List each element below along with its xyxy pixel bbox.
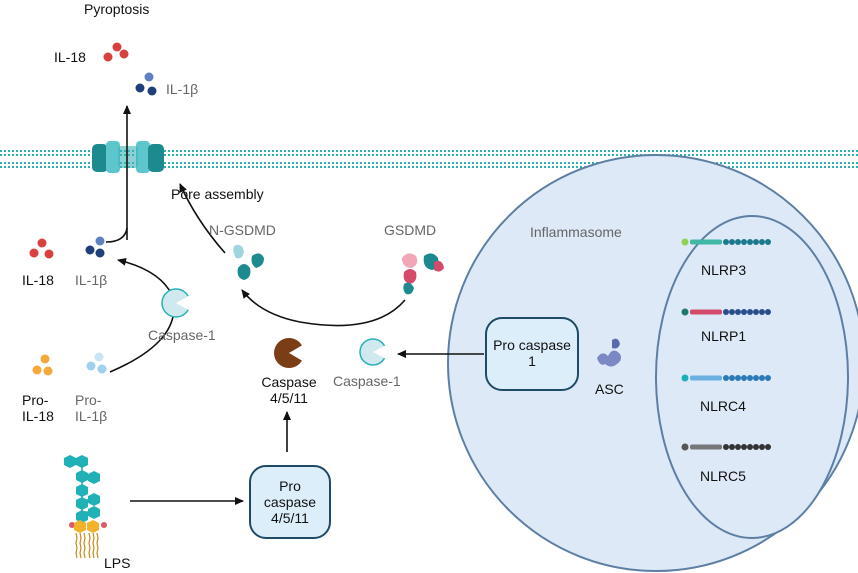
nlrp1-label: NLRP1 (701, 328, 747, 344)
pro-il18-label: Pro-IL-18 (22, 392, 54, 424)
pro-il1b-cleavage-arrow (109, 257, 175, 373)
il18-particles-mid (29, 238, 54, 259)
pro-caspase-1-box (485, 317, 579, 391)
nlrp3-label: NLRP3 (701, 262, 747, 278)
pro-caspase-1-label: Pro caspase 1 (493, 337, 571, 369)
gsdmd-cleavage-arrow (241, 289, 406, 327)
pro-caspase-4511-box (249, 465, 331, 539)
caspase-1-left-icon (161, 288, 192, 318)
caspase-1-right-icon (359, 338, 388, 366)
il18-top-label: IL-18 (54, 49, 86, 65)
il18-mid-label: IL-18 (22, 272, 54, 288)
il1b-particles-mid (85, 236, 105, 258)
gsdmd-protein-icon (402, 253, 444, 295)
il1b-to-pore-link (105, 227, 128, 243)
il18-particles-top (103, 42, 129, 62)
caspase-4511-label: Caspase 4/5/11 (261, 374, 317, 406)
cell-membrane (0, 150, 858, 168)
membrane-pore-icon (92, 141, 164, 173)
pyroptosis-label: Pyroptosis (84, 1, 150, 17)
pro-il1b-particles (86, 352, 107, 374)
asc-adaptor-icon (597, 338, 621, 367)
caspase-1-left-label: Caspase-1 (148, 327, 216, 343)
il1b-mid-label: IL-1β (75, 272, 108, 288)
nlr-domain-icon (681, 238, 771, 451)
pro-caspase-4511-label: Pro caspase 4/5/11 (263, 478, 317, 526)
n-gsdmd-label: N-GSDMD (209, 222, 276, 238)
asc-label: ASC (595, 381, 624, 397)
pore-assembly-label: Pore assembly (171, 186, 264, 202)
il1b-particles-top (135, 72, 157, 96)
inflammasome-label: Inflammasome (530, 224, 622, 240)
n-gsdmd-protein-icon (233, 244, 264, 280)
il1b-top-label: IL-1β (166, 81, 199, 97)
nlrc5-label: NLRC5 (700, 468, 746, 484)
nlrc4-label: NLRC4 (700, 398, 746, 414)
pore-assembly-arrow (179, 183, 226, 254)
lps-label: LPS (104, 555, 131, 571)
pro-il18-particles (32, 354, 53, 376)
caspase-1-right-label: Caspase-1 (333, 373, 401, 389)
caspase-4511-icon (274, 338, 306, 368)
lps-molecule-icon (64, 455, 107, 559)
pro-il1b-label: Pro-IL-1β (75, 392, 108, 424)
gsdmd-label: GSDMD (384, 222, 437, 238)
